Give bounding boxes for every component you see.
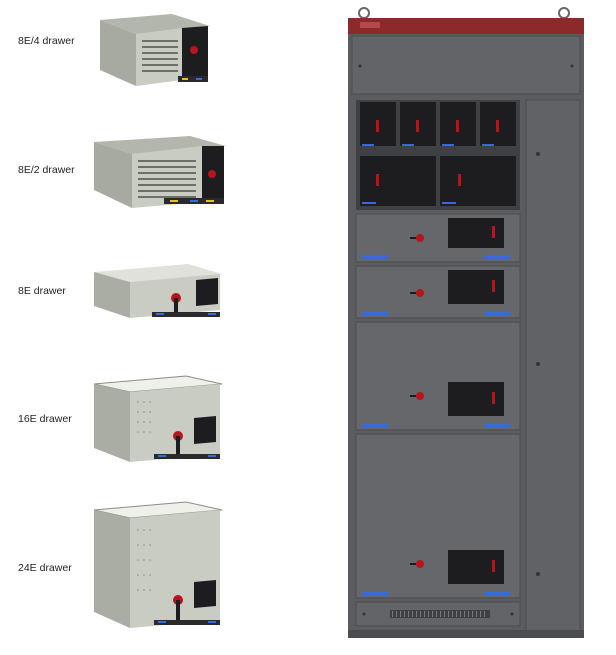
drawer-8e-image xyxy=(90,258,230,324)
drawer-8e4-image xyxy=(92,12,212,90)
drawer-16e-image xyxy=(90,372,230,466)
drawer-24e-image xyxy=(90,500,230,632)
drawer-label-16e: 16E drawer xyxy=(18,413,72,425)
drawer-label-8e: 8E drawer xyxy=(18,285,66,297)
drawer-label-8e4: 8E/4 drawer xyxy=(18,35,75,47)
drawer-8e2-image xyxy=(90,134,230,214)
switchgear-cabinet-image xyxy=(340,4,590,644)
drawer-label-24e: 24E drawer xyxy=(18,562,72,574)
drawer-label-8e2: 8E/2 drawer xyxy=(18,164,75,176)
